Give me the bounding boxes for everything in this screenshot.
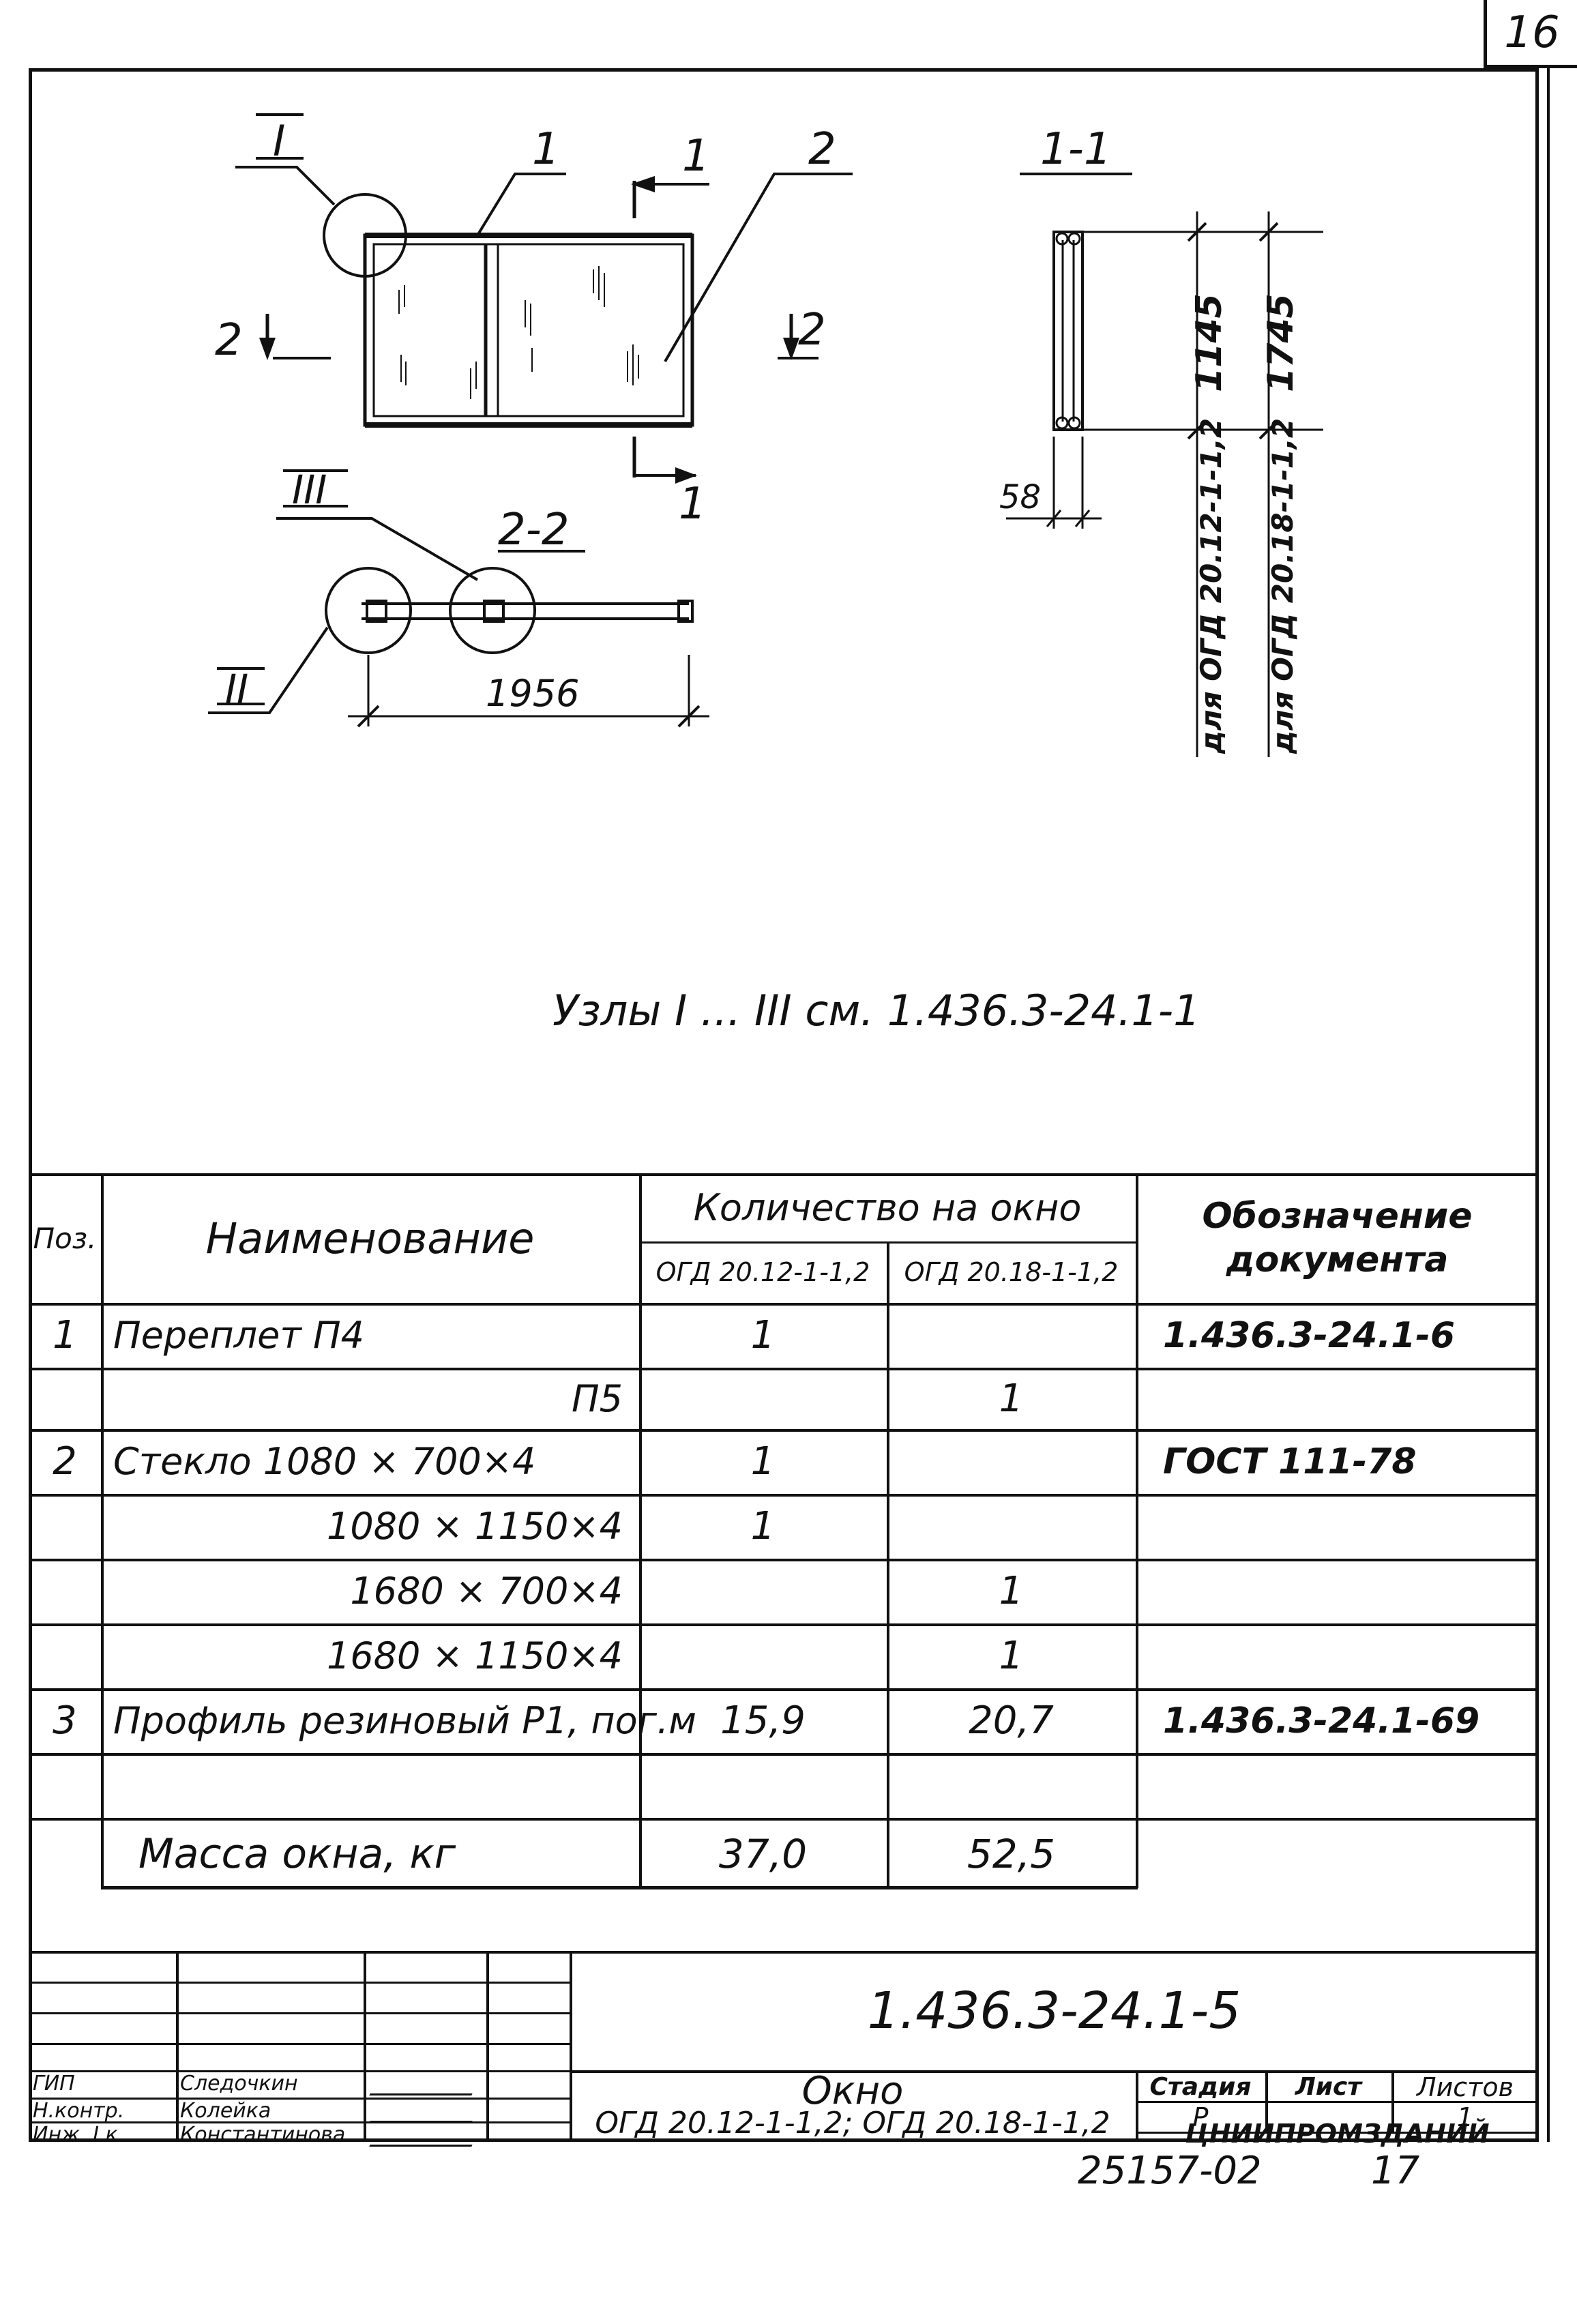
- header-doc-line1: Обозначение: [1202, 1196, 1473, 1237]
- spec-name: П5: [572, 1377, 623, 1420]
- spec-qty-2: [887, 1429, 1136, 1494]
- spec-name: 1080 × 1150×4: [326, 1505, 623, 1548]
- window-outer-frame: [363, 233, 694, 427]
- spec-qty-2: [887, 1303, 1136, 1368]
- section-1-1-title: 1-1: [1040, 124, 1112, 175]
- spec-name: [101, 1753, 639, 1818]
- node-I-circle: [323, 193, 407, 278]
- spec-doc: 1.436.3-24.1-6: [1163, 1314, 1456, 1356]
- spec-qty-2: 1: [999, 1569, 1024, 1613]
- spec-doc: [1136, 1368, 1539, 1429]
- dim-58: 58: [999, 478, 1041, 516]
- frame-double-line: [1547, 68, 1550, 2142]
- spec-pos: [29, 1368, 101, 1429]
- handwritten-signature: [369, 2127, 481, 2147]
- section-2-2-title: 2-2: [498, 505, 570, 555]
- callout-pos-2: 2: [808, 124, 836, 175]
- header-pos: Поз.: [33, 1221, 97, 1255]
- node-III-circle: [449, 567, 536, 654]
- spec-doc: [1136, 1623, 1539, 1688]
- signature-role: Инж. I к: [33, 2122, 118, 2147]
- callout-section-1: 1: [682, 131, 710, 181]
- title-code: 1.436.3-24.1-5: [867, 1981, 1241, 2040]
- header-qty: Количество на окно: [693, 1186, 1082, 1229]
- signature-name: Константинова: [180, 2122, 346, 2147]
- spec-doc: 1.436.3-24.1-69: [1163, 1700, 1480, 1741]
- mass-q1: 37,0: [718, 1830, 808, 1877]
- spec-pos: [29, 1494, 101, 1559]
- signature-name: Следочкин: [180, 2071, 298, 2095]
- spec-doc: ГОСТ 111-78: [1163, 1441, 1417, 1482]
- spec-qty-1: 15,9: [720, 1698, 806, 1743]
- footer-code: 25157-02: [1078, 2149, 1262, 2193]
- spec-qty-1: [639, 1753, 887, 1818]
- spec-pos: 2: [53, 1439, 77, 1484]
- spec-pos: [29, 1753, 101, 1818]
- spec-qty-2: 1: [999, 1634, 1024, 1678]
- signature-role: ГИП: [33, 2071, 75, 2095]
- spec-name: Профиль резиновый Р1, пог.м: [113, 1699, 696, 1742]
- sheet-number-box: 16: [1484, 0, 1577, 68]
- spec-qty-1: [639, 1559, 887, 1623]
- spec-doc: [1136, 1559, 1539, 1623]
- callout-section-2-right: 2: [798, 305, 826, 355]
- mass-label: Масса окна, кг: [138, 1829, 456, 1878]
- window-inner-frame: [372, 243, 685, 417]
- spec-name: Стекло 1080 × 700×4: [113, 1440, 536, 1483]
- mass-q2: 52,5: [967, 1830, 1056, 1877]
- section-1-1-note-2: для ОГД 20.18-1-1,2: [1266, 418, 1299, 754]
- spec-doc: [1136, 1753, 1539, 1818]
- dim-height-2: 1745: [1261, 293, 1301, 392]
- section-1-1-note-1: для ОГД 20.12-1-1,2: [1194, 418, 1228, 754]
- handwritten-signature: [369, 2103, 481, 2123]
- node-II-circle: [325, 567, 412, 654]
- sheet-label: Лист: [1295, 2073, 1362, 2101]
- spec-pos: 3: [53, 1698, 77, 1743]
- spec-pos: [29, 1623, 101, 1688]
- callout-pos-1: 1: [532, 124, 560, 175]
- spec-doc: [1136, 1494, 1539, 1559]
- spec-qty-2: [887, 1494, 1136, 1559]
- sheets-value: 1: [1456, 2102, 1474, 2132]
- handwritten-signature: [369, 2076, 481, 2095]
- header-qty-col1: ОГД 20.12-1-1,2: [655, 1257, 870, 1287]
- title-subtitle: ОГД 20.12-1-1,2; ОГД 20.18-1-1,2: [595, 2106, 1110, 2141]
- signature-name: Колейка: [180, 2098, 271, 2123]
- stage-label: Стадия: [1149, 2073, 1252, 2101]
- spec-qty-1: 1: [750, 1504, 776, 1548]
- spec-qty-1: [639, 1623, 887, 1688]
- footer-sheet: 17: [1371, 2149, 1420, 2193]
- spec-pos: [29, 1559, 101, 1623]
- organization: ЦНИИПРОМЗДАНИЙ: [1185, 2119, 1490, 2149]
- header-qty-col2: ОГД 20.18-1-1,2: [904, 1257, 1119, 1287]
- window-drawing: I 1 1 2 2 2 1 III 2-2 II 1956 1-1 58 114…: [208, 113, 1323, 757]
- header-doc-line2: документа: [1226, 1239, 1449, 1280]
- spec-qty-2: [887, 1753, 1136, 1818]
- header-name: Наименование: [205, 1213, 535, 1263]
- spec-qty-1: 1: [750, 1313, 776, 1357]
- sheet-number: 16: [1504, 7, 1560, 58]
- callout-section-1-bottom: 1: [679, 479, 707, 529]
- drawing-frame: [29, 68, 1539, 2142]
- spec-qty-1: [639, 1368, 887, 1429]
- title-name: Окно: [801, 2068, 904, 2113]
- spec-name: 1680 × 700×4: [350, 1570, 623, 1613]
- stage-value: Р: [1192, 2102, 1209, 2132]
- spec-qty-2: 1: [999, 1376, 1024, 1421]
- dim-1956: 1956: [486, 672, 579, 715]
- spec-name: Переплет П4: [113, 1314, 364, 1357]
- callout-section-2-left: 2: [215, 315, 243, 366]
- spec-name: 1680 × 1150×4: [326, 1634, 623, 1677]
- header-doc: Обозначение документа: [1136, 1173, 1539, 1303]
- nodes-reference-note: Узлы I ... III см. 1.436.3-24.1-1: [552, 986, 1200, 1035]
- spec-pos: 1: [53, 1313, 77, 1357]
- dim-height-1: 1145: [1189, 293, 1230, 392]
- callout-node-I: I: [273, 116, 285, 166]
- spec-qty-2: 20,7: [969, 1698, 1054, 1743]
- signature-role: Н.контр.: [33, 2098, 125, 2123]
- spec-qty-1: 1: [750, 1439, 776, 1484]
- sheets-label: Листов: [1417, 2072, 1514, 2102]
